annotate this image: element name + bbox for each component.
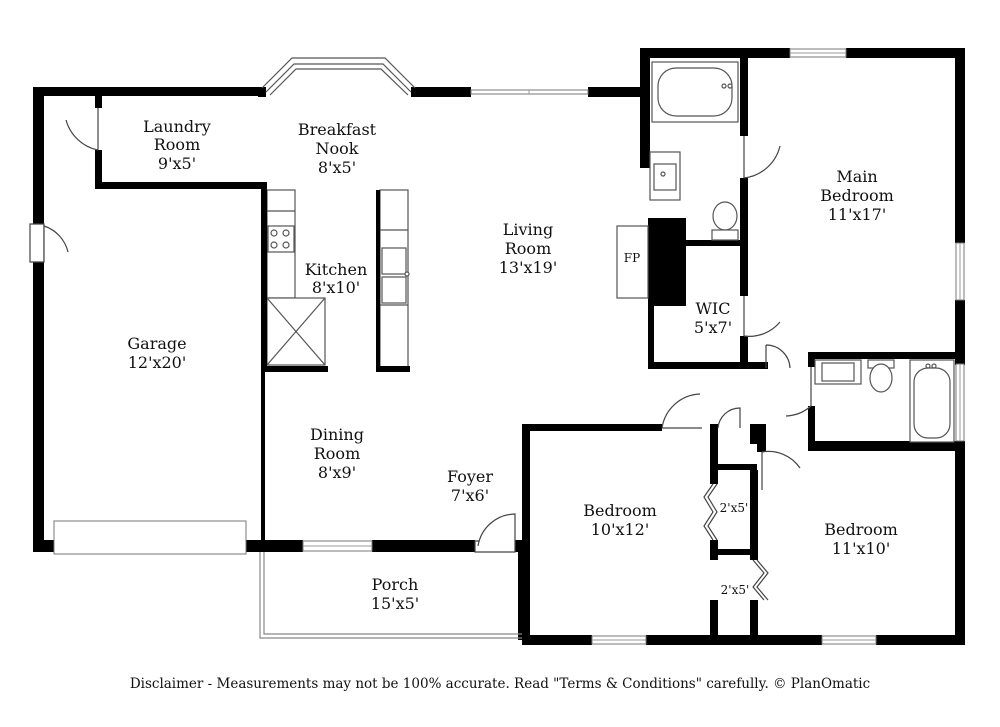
dining-room-size: 8'x9': [318, 463, 356, 482]
main-bedroom-size: 11'x17': [828, 205, 887, 224]
laundry-size: 9'x5': [158, 154, 196, 173]
foyer-size: 7'x6': [451, 486, 489, 505]
floor-plan: Laundry Room 9'x5' Breakfast Nook 8'x5' …: [29, 48, 965, 645]
porch-label: Porch: [372, 575, 419, 594]
fireplace-label: FP: [624, 251, 640, 265]
bay-window: [261, 57, 416, 96]
main-bedroom-label: Main: [836, 167, 877, 186]
breakfast-nook-label: Breakfast: [298, 120, 377, 139]
wic-size: 5'x7': [694, 318, 732, 337]
dining-room-label: Dining: [310, 425, 364, 444]
foyer-label: Foyer: [447, 467, 493, 486]
bedroom-left-label: Bedroom: [583, 501, 657, 520]
living-room-label: Room: [505, 239, 551, 258]
bedroom-right-size: 11'x10': [832, 539, 891, 558]
bedroom-right-label: Bedroom: [824, 520, 898, 539]
wic-label: WIC: [695, 299, 730, 318]
kitchen-label: Kitchen: [305, 260, 368, 279]
laundry-label: Room: [154, 135, 200, 154]
porch-size: 15'x5': [371, 594, 419, 613]
closet-upper-size: 2'x5': [720, 501, 749, 515]
garage-size: 12'x20': [128, 353, 187, 372]
main-bedroom-label: Bedroom: [820, 186, 894, 205]
garage-label: Garage: [127, 334, 186, 353]
laundry-label: Laundry: [143, 117, 211, 136]
porch-outline: [259, 552, 522, 639]
breakfast-nook-label: Nook: [316, 139, 359, 158]
living-room-label: Living: [503, 220, 553, 239]
closet-doors: [703, 483, 769, 601]
dining-room-label: Room: [314, 444, 360, 463]
closet-lower-size: 2'x5': [721, 583, 750, 597]
living-room-size: 13'x19': [499, 258, 558, 277]
breakfast-nook-size: 8'x5': [318, 158, 356, 177]
bedroom-left-size: 10'x12': [591, 520, 650, 539]
doors: [29, 108, 812, 553]
bath-fixtures: [616, 61, 955, 443]
disclaimer-text: Disclaimer - Measurements may not be 100…: [129, 676, 871, 692]
kitchen-fixtures: [266, 189, 410, 369]
kitchen-size: 8'x10': [312, 278, 360, 297]
room-labels: Laundry Room 9'x5' Breakfast Nook 8'x5' …: [127, 117, 897, 613]
